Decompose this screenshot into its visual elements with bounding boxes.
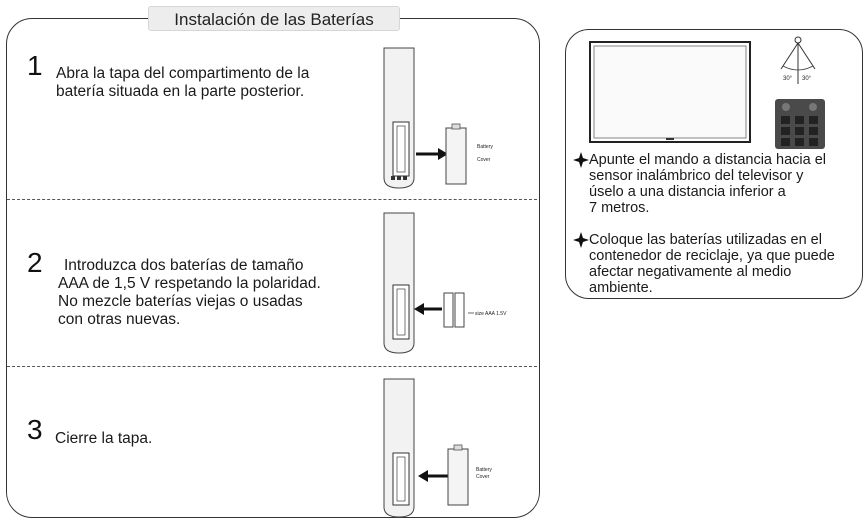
usage-notes-panel (565, 29, 863, 299)
tv-diagram (589, 41, 751, 143)
battery-remote-diagram: Battery Cover (383, 47, 493, 189)
note-recycle-batteries: Coloque las baterías utilizadas en el co… (573, 232, 835, 296)
battery-insert-diagram: size AAA 1.5V (383, 212, 507, 354)
svg-text:30°: 30° (783, 76, 793, 82)
step-divider (7, 366, 537, 367)
sensor-angle-diagram: 30° 30° (780, 36, 816, 84)
note-aim-remote: Apunte el mando a distancia hacia el sen… (573, 152, 826, 216)
step-divider (7, 199, 537, 200)
svg-text:Cover: Cover (477, 157, 491, 163)
step-1-number: 1 (27, 50, 43, 81)
svg-text:size AAA 1.5V: size AAA 1.5V (475, 311, 507, 317)
step-3-text: Cierre la tapa. (55, 430, 153, 447)
step-2-text: Introduzca dos baterías de tamaño AAA de… (58, 257, 321, 328)
battery-close-diagram: Battery Cover (383, 378, 492, 518)
svg-text:Battery: Battery (476, 467, 492, 473)
step-3-number: 3 (27, 414, 43, 445)
remote-keypad-diagram (775, 99, 825, 149)
sparkle-bullet-icon (573, 152, 589, 168)
svg-text:30°: 30° (802, 76, 812, 82)
step-2-number: 2 (27, 247, 43, 278)
svg-text:Battery: Battery (477, 144, 493, 150)
step-1-text: Abra la tapa del compartimento de la bat… (56, 65, 310, 100)
panel-title: Instalación de las Baterías (148, 6, 400, 31)
sparkle-bullet-icon (573, 232, 589, 248)
svg-text:Cover: Cover (476, 474, 490, 480)
